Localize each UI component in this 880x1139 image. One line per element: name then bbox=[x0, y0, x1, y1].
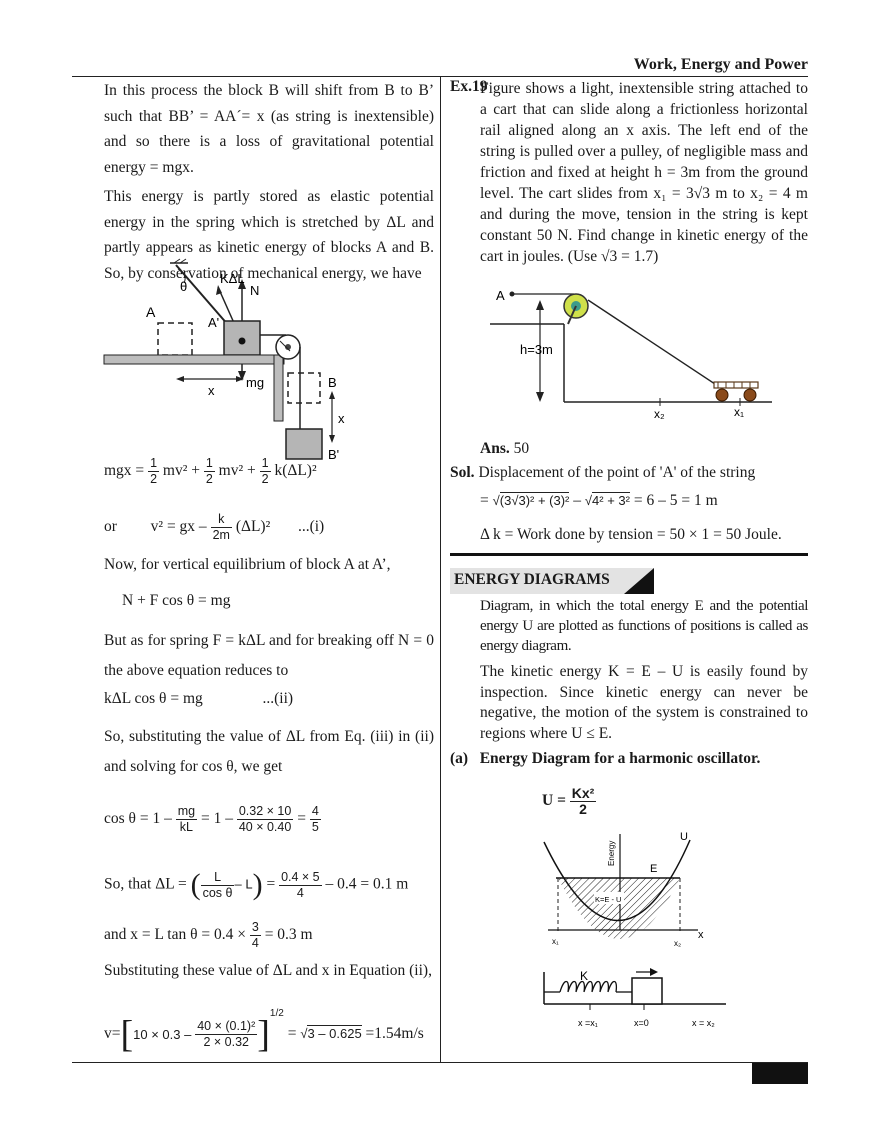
spring-oscillator-figure: K x =x₁ x=0 x = x₂ bbox=[543, 968, 726, 1028]
paragraph: Now, for vertical equilibrium of block A… bbox=[104, 556, 391, 573]
subsection-heading: (a) Energy Diagram for a harmonic oscill… bbox=[450, 750, 761, 767]
cart-pulley-figure: A h=3m x₂ x₁ bbox=[490, 288, 772, 421]
equation-equilibrium: N + F cos θ = mg bbox=[122, 592, 231, 609]
running-header: Work, Energy and Power bbox=[633, 56, 808, 73]
fig-label-x: x bbox=[698, 929, 704, 941]
page-number-box bbox=[752, 1063, 808, 1084]
paragraph: This energy is partly stored as elastic … bbox=[104, 188, 434, 282]
fig-label-k-eu: K=E - U bbox=[595, 895, 621, 904]
paragraph: But as for spring F = kΔL and for breaki… bbox=[104, 632, 434, 679]
pulley-spring-figure: θ KΔL N A A' mg x B x B' bbox=[103, 258, 345, 462]
solution-displacement: = √(3√3)² + (3)² – √4² + 3² = 6 – 5 = 1 … bbox=[480, 492, 718, 509]
fig-label-a: A bbox=[496, 288, 505, 303]
fig-label-h: h=3m bbox=[520, 342, 553, 357]
fig-label-b-prime: B' bbox=[328, 447, 339, 462]
fig-label-a-prime: A' bbox=[208, 315, 219, 330]
solution-heading: Sol. Displacement of the point of 'A' of… bbox=[450, 464, 756, 481]
section-banner: ENERGY DIAGRAMS bbox=[450, 568, 654, 594]
paragraph: So, substituting the value of ΔL from Eq… bbox=[104, 728, 434, 775]
section-title: ENERGY DIAGRAMS bbox=[454, 571, 610, 588]
paragraph: Diagram, in which the total energy E and… bbox=[480, 598, 808, 654]
left-column: In this process the block B will shift f… bbox=[104, 78, 434, 286]
fig-label-x2: x₂ bbox=[674, 939, 681, 948]
fig-label-k: K bbox=[580, 969, 588, 983]
fig-label-u: U bbox=[680, 831, 688, 843]
fig-label-mg: mg bbox=[246, 375, 264, 390]
equation-break-off: kΔL cos θ = mg ...(ii) bbox=[104, 690, 294, 707]
fig-label-x2: x₂ bbox=[654, 407, 665, 421]
footer-rule bbox=[72, 1062, 808, 1063]
fig-label-x1: x₁ bbox=[734, 405, 744, 419]
paragraph: In this process the block B will shift f… bbox=[104, 82, 434, 176]
fig-label-a: A bbox=[146, 304, 156, 320]
fig-label-x-right: x bbox=[338, 411, 345, 426]
example-label: Ex.19 bbox=[450, 78, 488, 95]
fig-label-theta: θ bbox=[180, 279, 187, 294]
paragraph: Substituting these value of ΔL and x in … bbox=[104, 962, 432, 979]
fig-label-x1: x₁ bbox=[552, 937, 559, 946]
fig-label-n: N bbox=[250, 283, 259, 298]
fig-label-energy: Energy bbox=[607, 841, 616, 866]
fig-label-x-eq-x2: x = x₂ bbox=[692, 1018, 715, 1028]
banner-corner bbox=[624, 568, 654, 594]
solution-work: Δ k = Work done by tension = 50 × 1 = 50… bbox=[480, 526, 782, 543]
example-text: Figure shows a light, inextensible strin… bbox=[480, 80, 808, 265]
fig-label-b: B bbox=[328, 375, 337, 390]
section-separator bbox=[450, 553, 808, 556]
column-divider bbox=[440, 77, 441, 1062]
fig-label-x-eq-0: x=0 bbox=[634, 1018, 649, 1028]
fig-label-kdl: KΔL bbox=[220, 271, 245, 286]
fig-label-x-eq-x1: x =x₁ bbox=[578, 1018, 598, 1028]
answer: Ans. 50 bbox=[480, 440, 530, 457]
energy-diagram-figure: U Energy E K=E - U x x₁ x₂ bbox=[543, 831, 704, 948]
fig-label-x-bottom: x bbox=[208, 383, 215, 398]
fig-label-e: E bbox=[650, 863, 657, 875]
paragraph: The kinetic energy K = E – U is easily f… bbox=[480, 663, 808, 742]
header-rule bbox=[72, 76, 808, 77]
